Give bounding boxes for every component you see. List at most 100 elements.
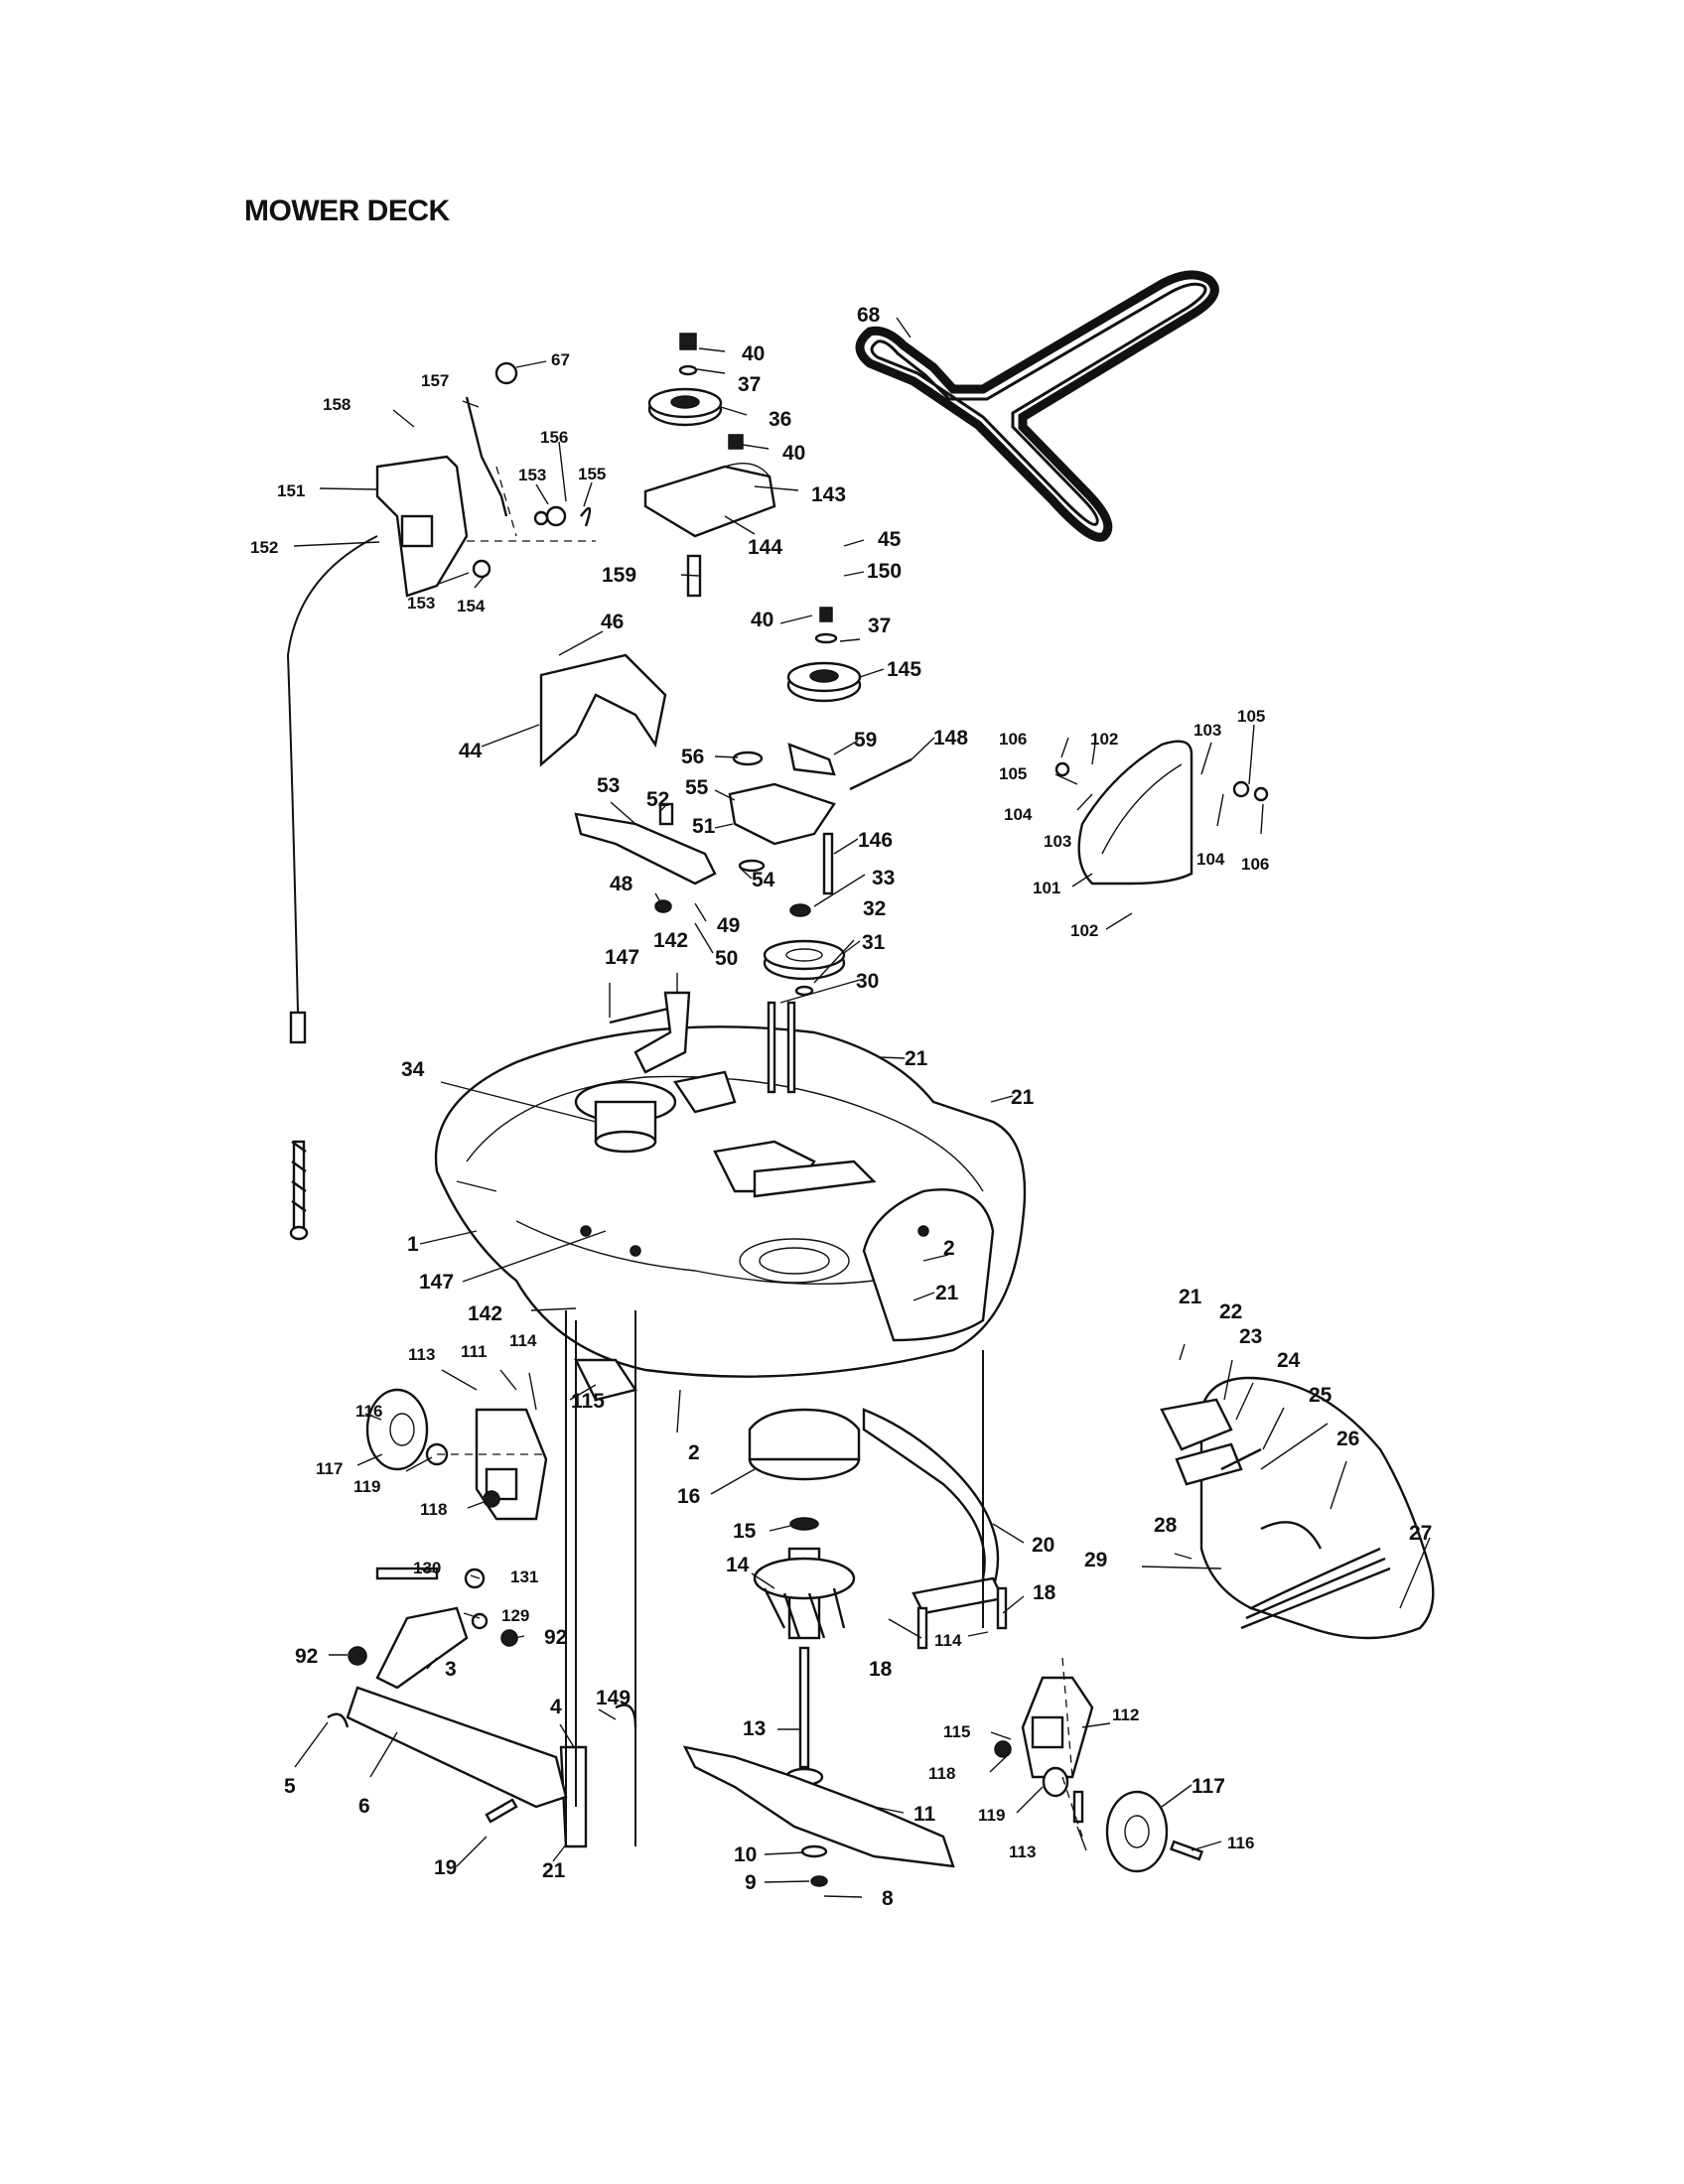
deck-housing <box>434 1025 1027 1378</box>
part-label: 18 <box>1033 1581 1056 1604</box>
part-label: 2 <box>688 1441 700 1464</box>
part-label: 106 <box>1241 855 1269 874</box>
part-label: 25 <box>1309 1384 1333 1407</box>
discharge-chute <box>1160 1376 1435 1640</box>
part-label: 1 <box>407 1233 419 1256</box>
part-label: 30 <box>856 970 879 993</box>
part-label: 21 <box>1179 1286 1202 1308</box>
part-label: 54 <box>752 869 775 891</box>
part-label: 106 <box>999 730 1027 749</box>
part-label: 118 <box>928 1764 955 1783</box>
part-label: 102 <box>1090 730 1118 749</box>
part-label: 2 <box>943 1237 955 1260</box>
part-label: 52 <box>646 788 669 811</box>
part-label: 154 <box>457 597 486 615</box>
part-label: 21 <box>1011 1086 1035 1109</box>
part-label: 157 <box>421 371 449 390</box>
part-label: 33 <box>872 867 895 889</box>
part-label: 11 <box>913 1803 936 1826</box>
part-label: 112 <box>1112 1706 1139 1724</box>
part-label: 104 <box>1196 850 1225 869</box>
part-label: 115 <box>943 1722 970 1741</box>
part-label: 27 <box>1409 1522 1432 1545</box>
part-label: 37 <box>868 614 891 637</box>
part-label: 149 <box>596 1687 631 1709</box>
part-label: 9 <box>745 1871 757 1894</box>
part-label: 129 <box>501 1606 529 1625</box>
part-label: 15 <box>733 1520 757 1543</box>
part-label: 118 <box>420 1500 447 1519</box>
part-label: 53 <box>597 774 620 797</box>
part-label: 92 <box>544 1626 567 1649</box>
part-label: 119 <box>978 1806 1005 1825</box>
part-label: 21 <box>935 1282 959 1304</box>
part-label: 131 <box>510 1568 538 1586</box>
page-title: MOWER DECK <box>244 195 450 227</box>
part-label: 4 <box>550 1696 562 1718</box>
part-label: 143 <box>811 483 846 506</box>
part-label: 116 <box>355 1402 382 1421</box>
part-label: 37 <box>738 373 761 396</box>
part-label: 46 <box>601 611 624 633</box>
part-label: 5 <box>284 1775 296 1798</box>
part-label: 103 <box>1044 832 1071 851</box>
idler-assembly <box>539 333 912 1094</box>
part-label: 51 <box>692 815 716 838</box>
part-label: 158 <box>323 395 351 414</box>
part-label: 111 <box>461 1342 488 1361</box>
part-label: 28 <box>1154 1514 1178 1537</box>
part-label: 67 <box>551 350 570 369</box>
part-label: 117 <box>316 1459 343 1478</box>
part-label: 21 <box>905 1047 928 1070</box>
part-label: 130 <box>413 1559 441 1577</box>
part-label: 49 <box>717 914 740 937</box>
part-label: 159 <box>602 564 636 587</box>
part-label: 21 <box>542 1859 566 1882</box>
discharge-flap <box>1054 740 1269 886</box>
leader-lines <box>293 317 1431 1898</box>
part-label: 150 <box>867 560 902 583</box>
part-label: 40 <box>751 609 773 631</box>
part-label: 3 <box>445 1658 457 1681</box>
part-label: 142 <box>468 1302 502 1325</box>
part-label: 29 <box>1084 1549 1107 1571</box>
part-label: 116 <box>1227 1834 1254 1852</box>
part-label: 6 <box>358 1795 370 1818</box>
part-label: 45 <box>878 528 902 551</box>
part-labels: 40 37 36 40 143 144 159 68 67 157 158 15… <box>250 304 1432 1910</box>
part-label: 40 <box>742 342 765 365</box>
part-label: 26 <box>1336 1428 1359 1450</box>
part-label: 19 <box>434 1856 457 1879</box>
part-label: 147 <box>605 946 639 969</box>
part-label: 18 <box>869 1658 893 1681</box>
part-label: 103 <box>1193 721 1221 740</box>
lower-assembly <box>327 1310 1204 1887</box>
part-label: 114 <box>934 1631 962 1650</box>
part-label: 148 <box>933 727 968 750</box>
part-label: 59 <box>854 729 877 751</box>
part-label: 151 <box>277 481 305 500</box>
lift-handle-assembly <box>286 361 596 1241</box>
part-label: 16 <box>677 1485 700 1508</box>
part-label: 115 <box>571 1390 605 1413</box>
part-label: 40 <box>782 442 805 465</box>
part-label: 34 <box>401 1058 425 1081</box>
part-label: 117 <box>1192 1775 1225 1798</box>
part-label: 113 <box>408 1345 435 1364</box>
part-label: 36 <box>769 408 791 431</box>
part-label: 147 <box>419 1271 454 1294</box>
part-label: 10 <box>734 1843 757 1866</box>
part-label: 142 <box>653 929 688 952</box>
part-label: 32 <box>863 897 886 920</box>
part-label: 105 <box>999 764 1027 783</box>
part-label: 105 <box>1237 707 1265 726</box>
part-label: 153 <box>518 466 546 484</box>
part-label: 146 <box>858 829 893 852</box>
part-label: 31 <box>862 931 886 954</box>
part-label: 102 <box>1070 921 1098 940</box>
part-label: 55 <box>685 776 709 799</box>
part-label: 119 <box>353 1477 380 1496</box>
part-label: 104 <box>1004 805 1033 824</box>
